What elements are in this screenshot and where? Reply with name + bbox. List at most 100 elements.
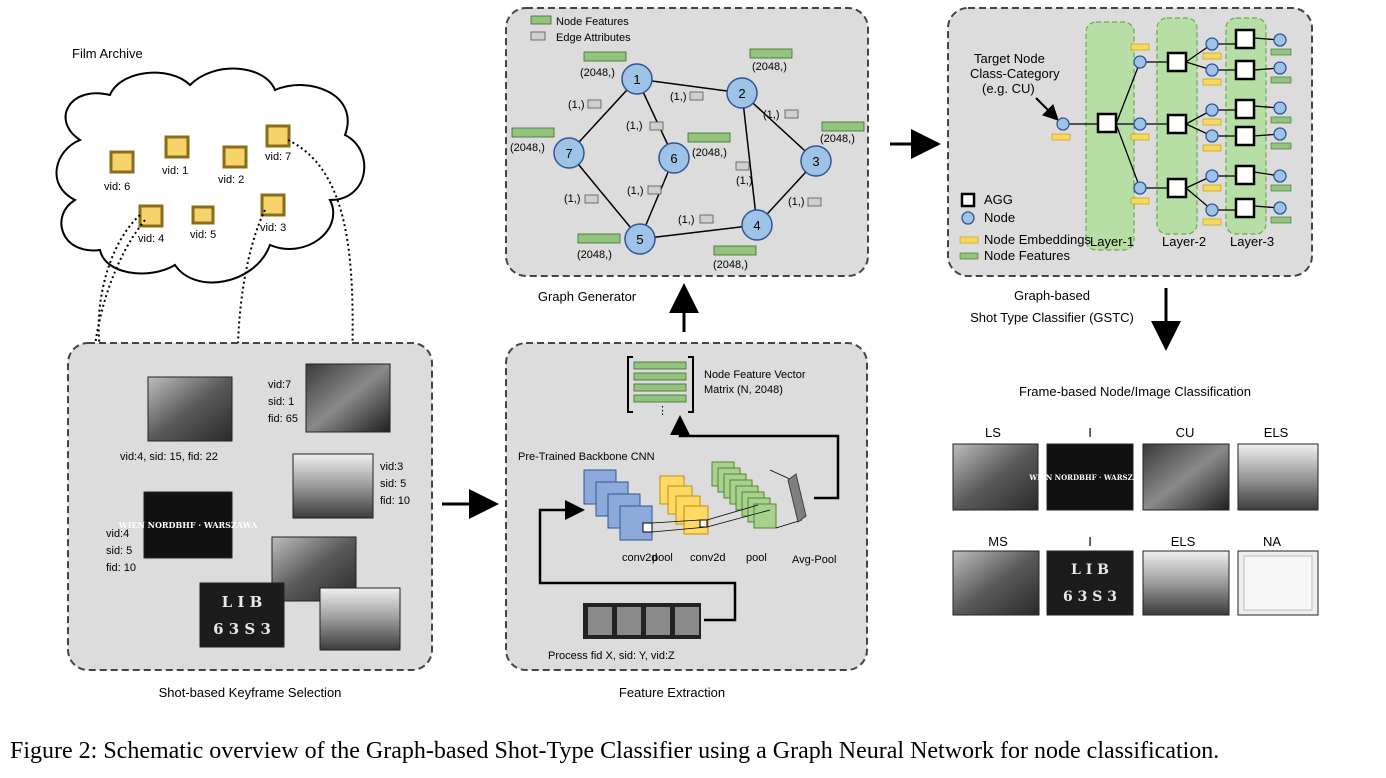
graph-nodes: 1 2 3 4 5 6 7 (553, 63, 832, 255)
legend-node-label: Node (984, 210, 1015, 225)
video-label: vid: 1 (162, 165, 188, 177)
class-image-na-inner (1243, 555, 1313, 611)
node-label: 7 (565, 146, 572, 161)
connect-line (651, 519, 701, 524)
connector-vid7 (287, 139, 361, 369)
gstc-node (1273, 127, 1287, 141)
embedding-bar (1202, 218, 1222, 226)
video-label: vid: 6 (104, 181, 130, 193)
film-strip (583, 603, 701, 639)
embedding-bar (1130, 197, 1150, 205)
gstc-nodes (1056, 33, 1287, 217)
embedding-bar (1130, 43, 1150, 51)
tree-edge (1115, 123, 1141, 189)
keyframe-label: sid: 1 (268, 396, 294, 408)
video-icon (191, 205, 215, 225)
edge-2-4 (741, 92, 758, 226)
gstc-title-1: Graph-based (1014, 288, 1090, 303)
feature-bar (1270, 76, 1292, 84)
agg-box (1166, 177, 1188, 199)
edge-attr-label: (1,) (788, 196, 805, 208)
graph-node (800, 145, 832, 177)
gstc-node (1273, 61, 1287, 75)
video-icon (260, 193, 286, 217)
gstc-node (1273, 101, 1287, 115)
video-label: vid: 7 (265, 151, 291, 163)
legend-agg-label: AGG (984, 192, 1013, 207)
node-label: 4 (753, 218, 760, 233)
keyframe-label: vid:4, sid: 15, fid: 22 (120, 451, 218, 463)
feature-bar (1270, 216, 1292, 224)
edge-attr-label: (1,) (736, 175, 753, 187)
matrix-bracket-left (627, 356, 633, 413)
gstc-node (1133, 117, 1147, 131)
kernel (699, 519, 708, 528)
edge-1-7 (568, 78, 638, 154)
gstc-node (1205, 37, 1219, 51)
film-frame (646, 607, 670, 635)
film-frame (588, 607, 612, 635)
video-label: vid: 4 (138, 233, 164, 245)
class-image-els (1237, 443, 1319, 511)
node-label: 2 (738, 86, 745, 101)
layer-label: conv2d (622, 552, 657, 564)
edge-attr-label: (1,) (763, 109, 780, 121)
keyframe-intertitle (143, 491, 233, 559)
gstc-node (1205, 203, 1219, 217)
graph-panel-box (505, 7, 869, 277)
layer-label: conv2d (690, 552, 725, 564)
feature-bar (687, 132, 731, 143)
layer-label: pool (652, 552, 673, 564)
edge-attr-swatch (784, 109, 799, 119)
graph-node (621, 63, 653, 95)
matrix-ellipsis: ⋮ (657, 405, 668, 417)
keyframe-title: Shot-based Keyframe Selection (159, 685, 342, 700)
video-icon (109, 150, 135, 174)
edge-1-2 (636, 78, 743, 94)
feature-bar (1270, 184, 1292, 192)
graph-node (726, 77, 758, 109)
tree-edge (1115, 61, 1141, 125)
class-slate-text-1: L I B (1071, 562, 1109, 578)
keyframe-label: fid: 65 (268, 413, 298, 425)
feature-bar (821, 121, 865, 132)
keyframe-panel: vid:4, sid: 15, fid: 22 vid:7 sid: 1 fid… (67, 342, 433, 700)
edge-attr-swatch (735, 161, 750, 171)
edge-7-5 (568, 152, 641, 240)
gstc-node (1133, 55, 1147, 69)
matrix-row (633, 372, 687, 381)
legend-feature-swatch (959, 252, 979, 260)
connect-line (769, 469, 793, 481)
keyframe-label: vid:4 (106, 528, 129, 540)
agg-box (1234, 59, 1256, 81)
agg-box (1096, 112, 1118, 134)
legend-node-swatch (961, 211, 975, 225)
gstc-node (1273, 169, 1287, 183)
film-input-arrow (538, 500, 737, 622)
connect-line (651, 526, 708, 533)
feature-bar (577, 233, 621, 244)
agg-box (1234, 164, 1256, 186)
matrix-bracket-right (688, 356, 694, 413)
intertitle-text: WIEN NORDBHF · WARSZAWA (118, 520, 258, 530)
class-slate-text-2: 6 3 S 3 (1063, 589, 1117, 605)
class-image-els2 (1142, 550, 1230, 616)
feature-bar (1270, 142, 1292, 150)
slate-text-1: L I B (222, 593, 263, 611)
archive-title: Film Archive (72, 46, 143, 61)
legend-embedding-label: Node Embeddings (984, 232, 1091, 247)
matrix-label-2: Matrix (N, 2048) (704, 384, 783, 396)
legend-feature-label: Node Features (556, 16, 629, 28)
feature-bar (1270, 116, 1292, 124)
feature-bar (511, 127, 555, 138)
class-label: CU (1176, 425, 1195, 440)
edge-attr-label: (1,) (678, 214, 695, 226)
node-feature-labels: (2048,) (2048,) (2048,) (2048,) (2048,) … (510, 61, 855, 271)
keyframe-ls (147, 376, 233, 442)
feature-output-arrow (670, 415, 840, 500)
layer-label: Layer-2 (1162, 234, 1206, 249)
video-label: vid: 3 (260, 222, 286, 234)
class-label: MS (988, 534, 1008, 549)
layer-label: pool (746, 552, 767, 564)
agg-box (1234, 197, 1256, 219)
